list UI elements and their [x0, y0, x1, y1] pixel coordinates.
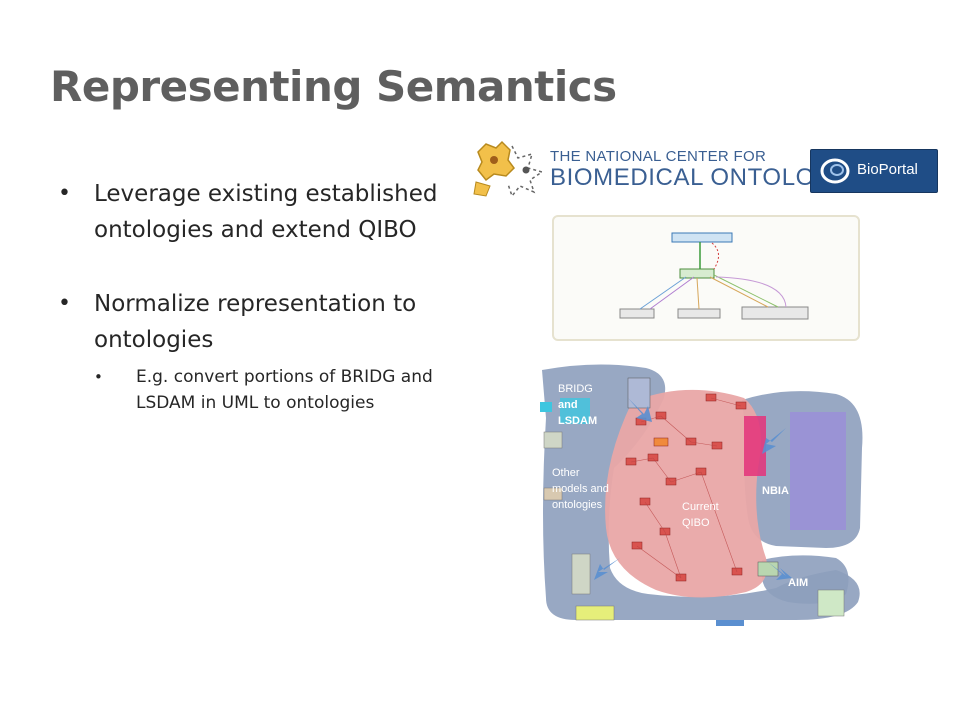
bioportal-label: BioPortal [857, 161, 918, 178]
bullet-icon: • [94, 368, 103, 386]
nbia-label: NBIA [762, 485, 789, 497]
ncbo-line1: THE NATIONAL CENTER FOR [550, 148, 767, 165]
other-label-line1: Other [552, 467, 580, 479]
bridg-label-line3: LSDAM [558, 415, 597, 427]
bullet-text: Leverage existing established ontologies… [94, 181, 438, 243]
current-label-line1: Current [682, 501, 719, 513]
bridg-label-line1: BRIDG [558, 383, 593, 395]
bioportal-logo: BioPortal [810, 149, 938, 193]
bullet-item: • Normalize representation to ontologies [58, 286, 468, 358]
sub-bullet-item: • E.g. convert portions of BRIDG and LSD… [94, 364, 468, 416]
bullet-text: Normalize representation to ontologies [94, 291, 417, 353]
model-overlap-diagram: BRIDG and LSDAM Other models and ontolog… [536, 358, 866, 628]
bullet-item: • Leverage existing established ontologi… [58, 176, 468, 248]
ncbo-cell-icon [473, 140, 544, 198]
bullet-icon: • [58, 181, 71, 206]
ncbo-logo: THE NATIONAL CENTER FOR BIOMEDICAL ONTOL… [472, 140, 850, 198]
other-label-line3: ontologies [552, 499, 603, 511]
bridg-label-line2: and [558, 399, 578, 411]
slide-title: Representing Semantics [50, 62, 617, 111]
ncbo-line2: BIOMEDICAL ONTOLOGY [550, 164, 851, 191]
bioportal-ring-icon [820, 158, 850, 184]
current-label-line2: QIBO [682, 517, 710, 529]
bullet-icon: • [58, 291, 71, 316]
bullet-list: • Leverage existing established ontologi… [58, 176, 468, 416]
ontology-graph-image [552, 215, 860, 341]
aim-label: AIM [788, 577, 808, 589]
sub-bullet-text: E.g. convert portions of BRIDG and LSDAM… [136, 367, 433, 413]
other-label-line2: models and [552, 483, 609, 495]
